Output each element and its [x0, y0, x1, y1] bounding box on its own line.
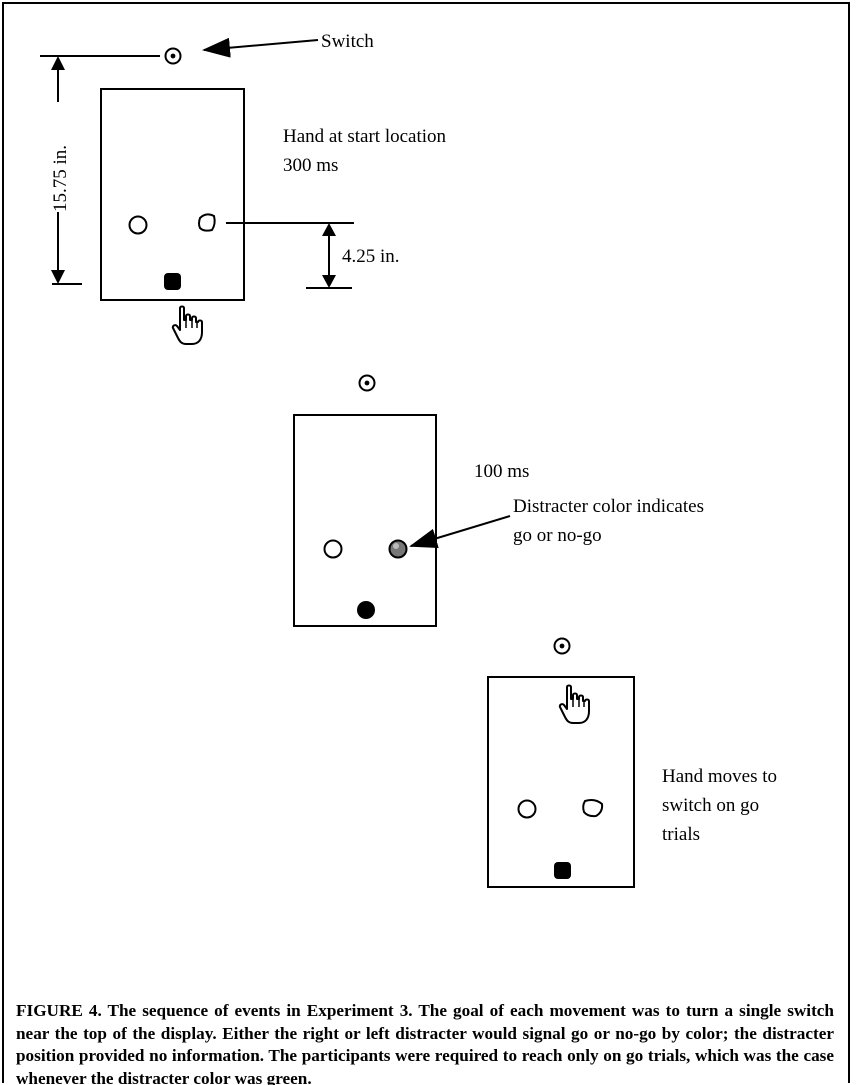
switch-icon: [553, 637, 571, 655]
display-board-1: [100, 88, 245, 301]
display-board-2: [293, 414, 437, 627]
distance-total-label: 15.75 in.: [50, 145, 71, 212]
start-location-dot-icon: [357, 601, 375, 619]
switch-label: Switch: [321, 31, 374, 52]
distractor-arrow-icon: [409, 515, 511, 549]
panel-2: 100 ms Distracter color indicates go or …: [293, 374, 704, 627]
distractor-circle-icon: [517, 799, 537, 819]
panel2-desc-line1: Distracter color indicates: [513, 496, 704, 517]
panel2-time: 100 ms: [474, 461, 529, 482]
switch-arrow-icon: [202, 37, 319, 58]
hand-pointer-icon: [171, 305, 203, 345]
arrow-down-icon: [51, 270, 65, 284]
panel1-desc-line1: Hand at start location: [283, 126, 447, 147]
panel3-desc-line3: trials: [662, 824, 700, 845]
distractor-circle-icon: [128, 215, 148, 235]
panel3-desc-line2: switch on go: [662, 795, 759, 816]
figure-caption: FIGURE 4. The sequence of events in Expe…: [16, 1001, 834, 1085]
arrow-down-icon: [322, 275, 336, 288]
start-location-dot-icon: [554, 862, 571, 879]
panel2-desc-line2: go or no-go: [513, 525, 602, 546]
panel3-desc-line1: Hand moves to: [662, 766, 777, 787]
distractor-circle-icon: [582, 799, 604, 818]
distractor-circle-icon: [198, 213, 216, 232]
arrow-up-icon: [322, 223, 336, 236]
panel1-desc-line2: 300 ms: [283, 155, 338, 176]
start-location-dot-icon: [164, 273, 181, 290]
panel-1: Switch 15.75 in. 4.25 in. Hand: [40, 31, 447, 345]
arrow-up-icon: [51, 56, 65, 70]
distractor-circle-icon: [323, 539, 343, 559]
distractor-colored-circle-icon: [388, 539, 408, 559]
panel-3: Hand moves to switch on go trials: [487, 637, 777, 888]
distance-distractor-label: 4.25 in.: [342, 246, 400, 267]
display-board-3: [487, 676, 635, 888]
switch-icon: [164, 47, 182, 65]
switch-icon: [358, 374, 376, 392]
